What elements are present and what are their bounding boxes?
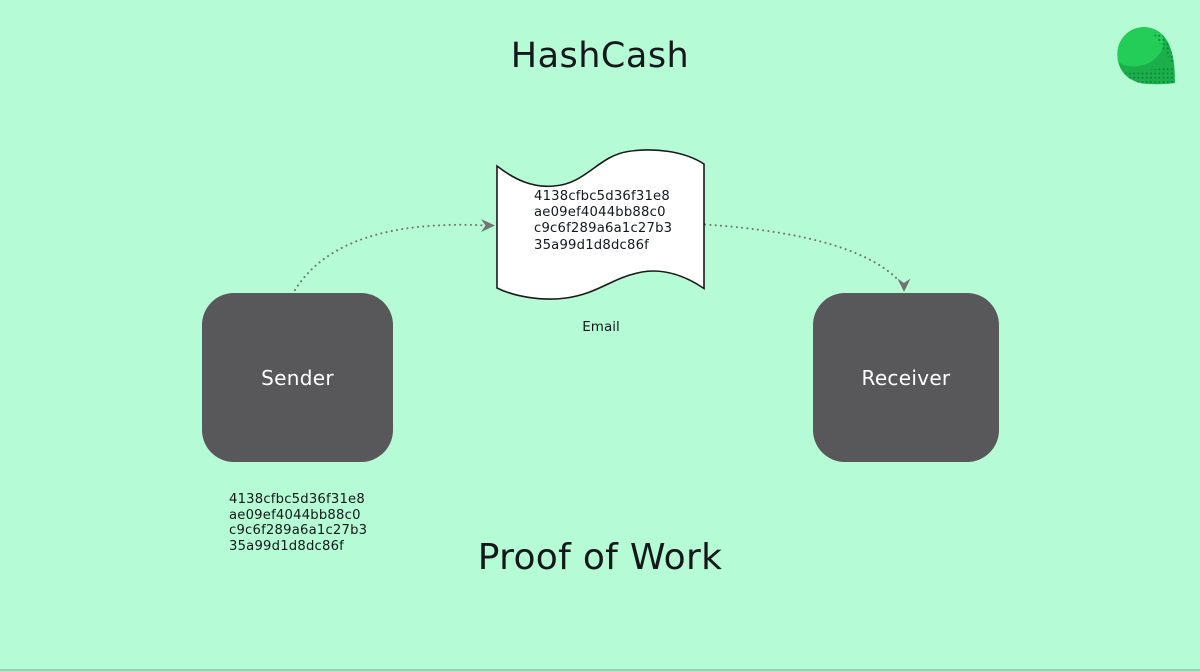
email-to-receiver-arrow xyxy=(704,223,903,285)
receiver-node: Receiver xyxy=(813,293,999,462)
sender-hash-line: 4138cfbc5d36f31e8 xyxy=(229,492,365,507)
arrowhead-down-icon xyxy=(897,278,911,292)
receiver-label: Receiver xyxy=(861,365,951,390)
bottom-edge xyxy=(0,669,1200,671)
sender-to-email-arrow xyxy=(294,223,489,291)
sender-hash-line: ae09ef4044bb88c0 xyxy=(229,507,361,523)
email-hash-line: ae09ef4044bb88c0 xyxy=(534,205,666,221)
email-hash-line: 4138cfbc5d36f31e8 xyxy=(534,189,670,204)
email-document-shape xyxy=(496,149,705,300)
proof-of-work-caption: Proof of Work xyxy=(477,537,723,578)
arrowhead-right-icon xyxy=(481,219,495,232)
sender-label: Sender xyxy=(261,365,334,390)
sender-node: Sender xyxy=(202,293,393,462)
sender-hash-line: c9c6f289a6a1c27b3 xyxy=(229,523,368,539)
sender-hash-text: 4138cfbc5d36f31e8 ae09ef4044bb88c0 c9c6f… xyxy=(229,492,367,555)
page-title: HashCash xyxy=(510,36,690,76)
email-label: Email xyxy=(582,319,620,335)
email-hash-text: 4138cfbc5d36f31e8 ae09ef4044bb88c0 c9c6f… xyxy=(534,189,672,254)
sender-hash-line: 35a99d1d8dc86f xyxy=(229,539,345,555)
email-hash-line: 35a99d1d8dc86f xyxy=(534,237,650,253)
leaf-logo-icon xyxy=(1116,26,1178,86)
email-hash-line: c9c6f289a6a1c27b3 xyxy=(534,221,673,237)
